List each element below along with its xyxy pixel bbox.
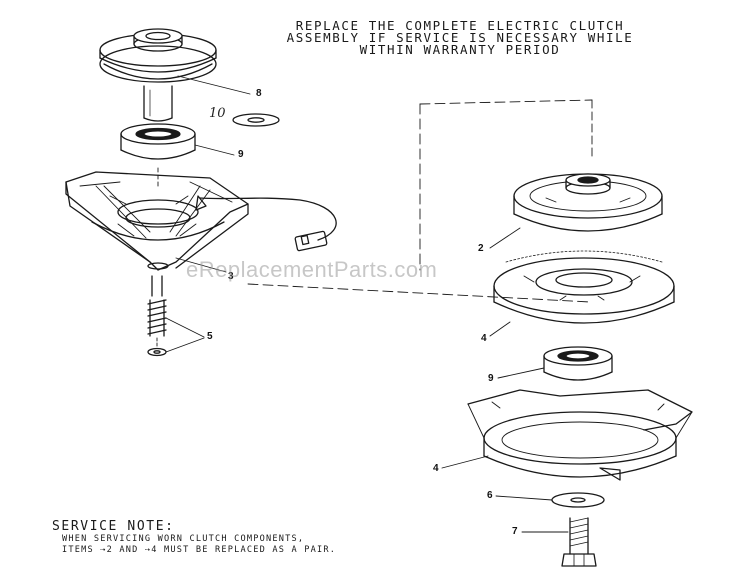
pulley-part [99,28,217,122]
callout-7: 7 [512,526,518,537]
callout-4-upper: 4 [481,333,487,344]
washer-6-part [551,492,605,508]
rotor-part [493,250,675,324]
bolt-part [561,517,597,567]
callout-6: 6 [487,490,493,501]
header-note-line: REPLACE THE COMPLETE ELECTRIC CLUTCH [295,18,625,33]
upper-bearing-part [120,123,196,160]
service-note: SERVICE NOTE: WHEN SERVICING WORN CLUTCH… [52,519,336,556]
field-housing-part [467,389,693,481]
callout-9-lower: 9 [488,373,494,384]
lower-bearing-part [543,346,613,381]
service-note-line: WHEN SERVICING WORN CLUTCH COMPONENTS, [62,534,305,544]
service-note-line: ITEMS ⇢2 AND ⇢4 MUST BE REPLACED AS A PA… [62,545,337,555]
spring-pin-part [147,275,167,357]
service-note-title: SERVICE NOTE: [52,519,175,534]
callout-5: 5 [207,331,213,342]
header-note-line: WITHIN WARRANTY PERIOD [359,42,561,57]
callout-10: 10 [209,106,226,121]
callout-9-upper: 9 [238,149,244,160]
armature-part [513,173,663,232]
callout-8: 8 [256,88,262,99]
bracket-part [65,171,337,271]
washer-10-part [232,113,280,127]
header-note-line: ASSEMBLY IF SERVICE IS NECESSARY WHILE [286,30,634,45]
callout-3: 3 [228,271,234,282]
header-note: REPLACE THE COMPLETE ELECTRIC CLUTCH ASS… [230,18,690,57]
watermark-text: eReplacementParts.com [186,257,438,282]
callout-2: 2 [478,243,484,254]
callout-4-lower: 4 [433,463,439,474]
